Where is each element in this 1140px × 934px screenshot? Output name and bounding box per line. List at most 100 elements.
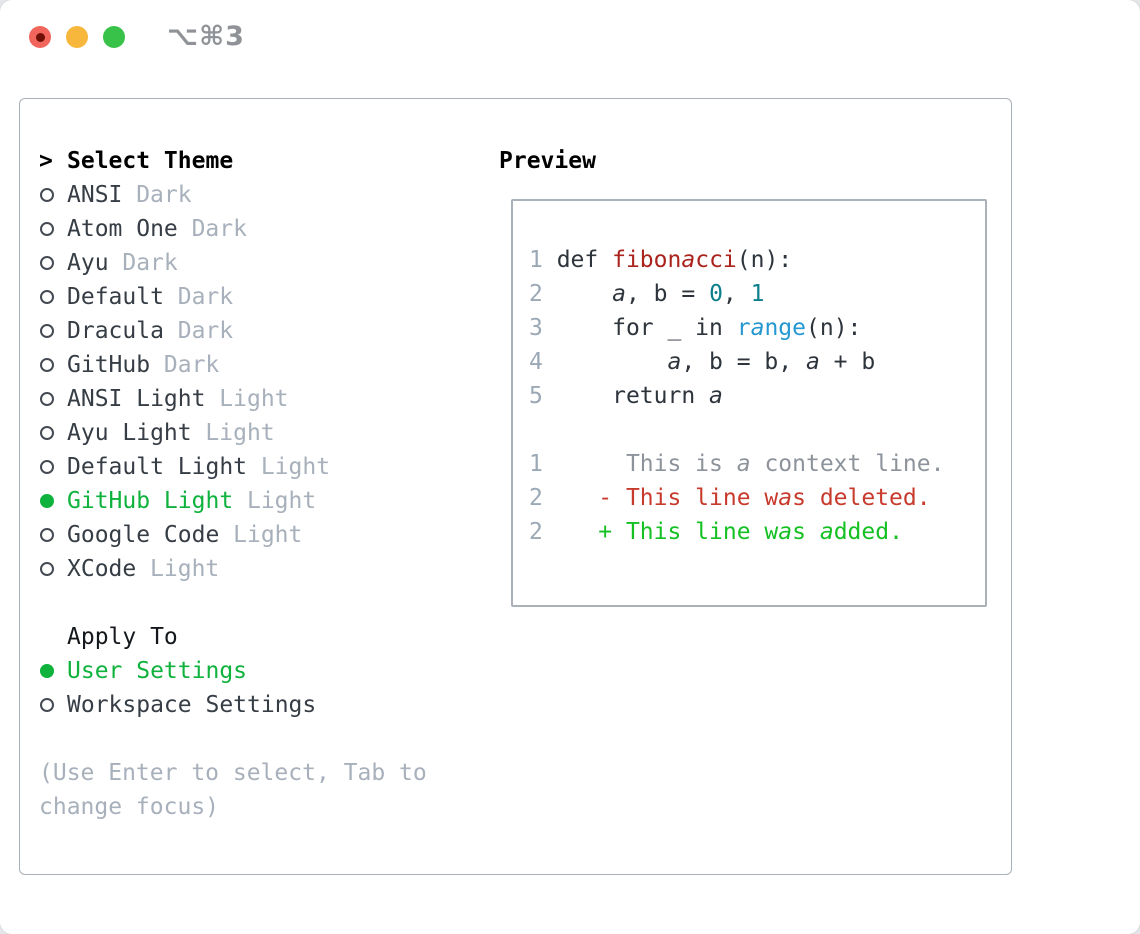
radio-icon xyxy=(40,528,54,542)
token-code: for _ in xyxy=(542,315,737,341)
preview-line: 5 return a xyxy=(529,379,985,413)
token-code: a, b = b, a + b xyxy=(667,349,876,375)
spacer xyxy=(39,722,427,756)
option-label: Default xyxy=(67,284,164,310)
option-variant-label: Dark xyxy=(122,250,178,276)
select-theme-header: > Select Theme xyxy=(39,144,427,178)
option-variant-label: Light xyxy=(260,454,331,480)
apply-to-options-group: User Settings Workspace Settings xyxy=(39,654,427,722)
option-label: Ayu xyxy=(67,250,109,276)
radio-icon xyxy=(40,188,54,202)
theme-option[interactable]: Ayu Dark xyxy=(39,246,427,280)
theme-option[interactable]: GitHub Dark xyxy=(39,348,427,382)
line-number: 2 xyxy=(529,519,543,545)
theme-option[interactable]: GitHub Light Light xyxy=(39,484,427,518)
line-number: 1 xyxy=(529,451,543,477)
line-number: 5 xyxy=(529,383,543,409)
preview-line: 2 a, b = 0, 1 xyxy=(529,277,985,311)
radio-icon xyxy=(40,256,54,270)
line-number: 3 xyxy=(529,315,543,341)
close-button[interactable] xyxy=(29,26,51,48)
theme-option[interactable]: Default Dark xyxy=(39,280,427,314)
option-label: User Settings xyxy=(67,658,248,684)
option-variant-label: Light xyxy=(150,556,220,582)
preview-line: 4 a, b = b, a + b xyxy=(529,345,985,379)
preview-line: 2 - This line was deleted. xyxy=(529,481,985,515)
spacer xyxy=(39,586,427,620)
option-variant-label: Dark xyxy=(177,284,234,310)
option-label: Workspace Settings xyxy=(67,692,317,718)
option-variant-label: Dark xyxy=(163,352,220,378)
token-code: (n): xyxy=(736,247,793,273)
option-label: Ayu Light xyxy=(67,420,192,446)
apply-to-title: Apply To xyxy=(67,624,178,650)
token-code: a, b = xyxy=(612,281,710,307)
select-theme-title: Select Theme xyxy=(67,148,234,174)
option-label: GitHub xyxy=(67,352,151,378)
option-label: GitHub Light xyxy=(67,488,234,514)
help-text-line: change focus) xyxy=(39,794,220,820)
option-variant-label: Light xyxy=(246,488,317,514)
token-num: 0 xyxy=(709,281,723,307)
help-text: (Use Enter to select, Tab to change focus… xyxy=(39,756,427,824)
radio-icon xyxy=(40,562,54,576)
token-code: (n): xyxy=(806,315,862,341)
radio-icon xyxy=(40,460,54,474)
option-variant-label: Dark xyxy=(191,216,247,242)
preview-blank-line xyxy=(529,413,985,447)
theme-option[interactable]: Default Light Light xyxy=(39,450,427,484)
theme-option[interactable]: ANSI Light Light xyxy=(39,382,427,416)
preview-line: 1 def fibonacci(n): xyxy=(529,243,985,277)
keyboard-shortcut-label: ⌥⌘3 xyxy=(167,21,245,52)
line-number: 1 xyxy=(529,247,543,273)
preview-line: 3 for _ in range(n): xyxy=(529,311,985,345)
token-code: , xyxy=(722,281,751,307)
preview-line: 2 + This line was added. xyxy=(529,515,985,549)
theme-list: > Select Theme ANSI Dark Atom One Dark A… xyxy=(39,144,427,824)
preview-title: Preview xyxy=(499,148,596,174)
theme-options-group: ANSI Dark Atom One Dark Ayu Dark Default… xyxy=(39,178,427,586)
line-number: 4 xyxy=(529,349,543,375)
radio-icon xyxy=(40,664,54,678)
apply-to-option[interactable]: User Settings xyxy=(39,654,427,688)
radio-icon xyxy=(40,222,54,236)
preview-line: 1 This is a context line. xyxy=(529,447,985,481)
option-variant-label: Dark xyxy=(136,182,192,208)
line-number: 2 xyxy=(529,281,543,307)
minimize-button[interactable] xyxy=(66,26,88,48)
theme-selector-panel: > Select Theme ANSI Dark Atom One Dark A… xyxy=(19,98,1012,875)
option-variant-label: Dark xyxy=(177,318,234,344)
token-func: fibonacci xyxy=(612,247,737,273)
option-variant-label: Light xyxy=(233,522,303,548)
token-num: 1 xyxy=(750,281,765,307)
zoom-button[interactable] xyxy=(103,26,125,48)
option-variant-label: Light xyxy=(205,420,275,446)
radio-icon xyxy=(40,324,54,338)
radio-icon xyxy=(40,698,54,712)
theme-option[interactable]: Ayu Light Light xyxy=(39,416,427,450)
theme-option[interactable]: XCode Light xyxy=(39,552,427,586)
option-label: ANSI xyxy=(67,182,123,208)
apply-to-option[interactable]: Workspace Settings xyxy=(39,688,427,722)
token-added: + This line was added. xyxy=(542,519,903,545)
option-label: Default Light xyxy=(67,454,248,480)
token-deleted: - This line was deleted. xyxy=(542,485,931,511)
radio-icon xyxy=(40,426,54,440)
option-label: XCode xyxy=(67,556,137,582)
option-variant-label: Light xyxy=(219,386,289,412)
theme-option[interactable]: Atom One Dark xyxy=(39,212,427,246)
option-label: Dracula xyxy=(67,318,164,344)
theme-option[interactable]: ANSI Dark xyxy=(39,178,427,212)
token-code: return a xyxy=(542,383,723,409)
radio-icon xyxy=(40,290,54,304)
token-code: def xyxy=(542,247,613,273)
radio-icon xyxy=(40,494,54,508)
theme-option[interactable]: Dracula Dark xyxy=(39,314,427,348)
cursor-marker-icon: > xyxy=(39,148,53,174)
help-text-line: (Use Enter to select, Tab to xyxy=(39,760,427,786)
theme-option[interactable]: Google Code Light xyxy=(39,518,427,552)
apply-to-header: Apply To xyxy=(39,620,427,654)
option-label: Atom One xyxy=(67,216,178,242)
